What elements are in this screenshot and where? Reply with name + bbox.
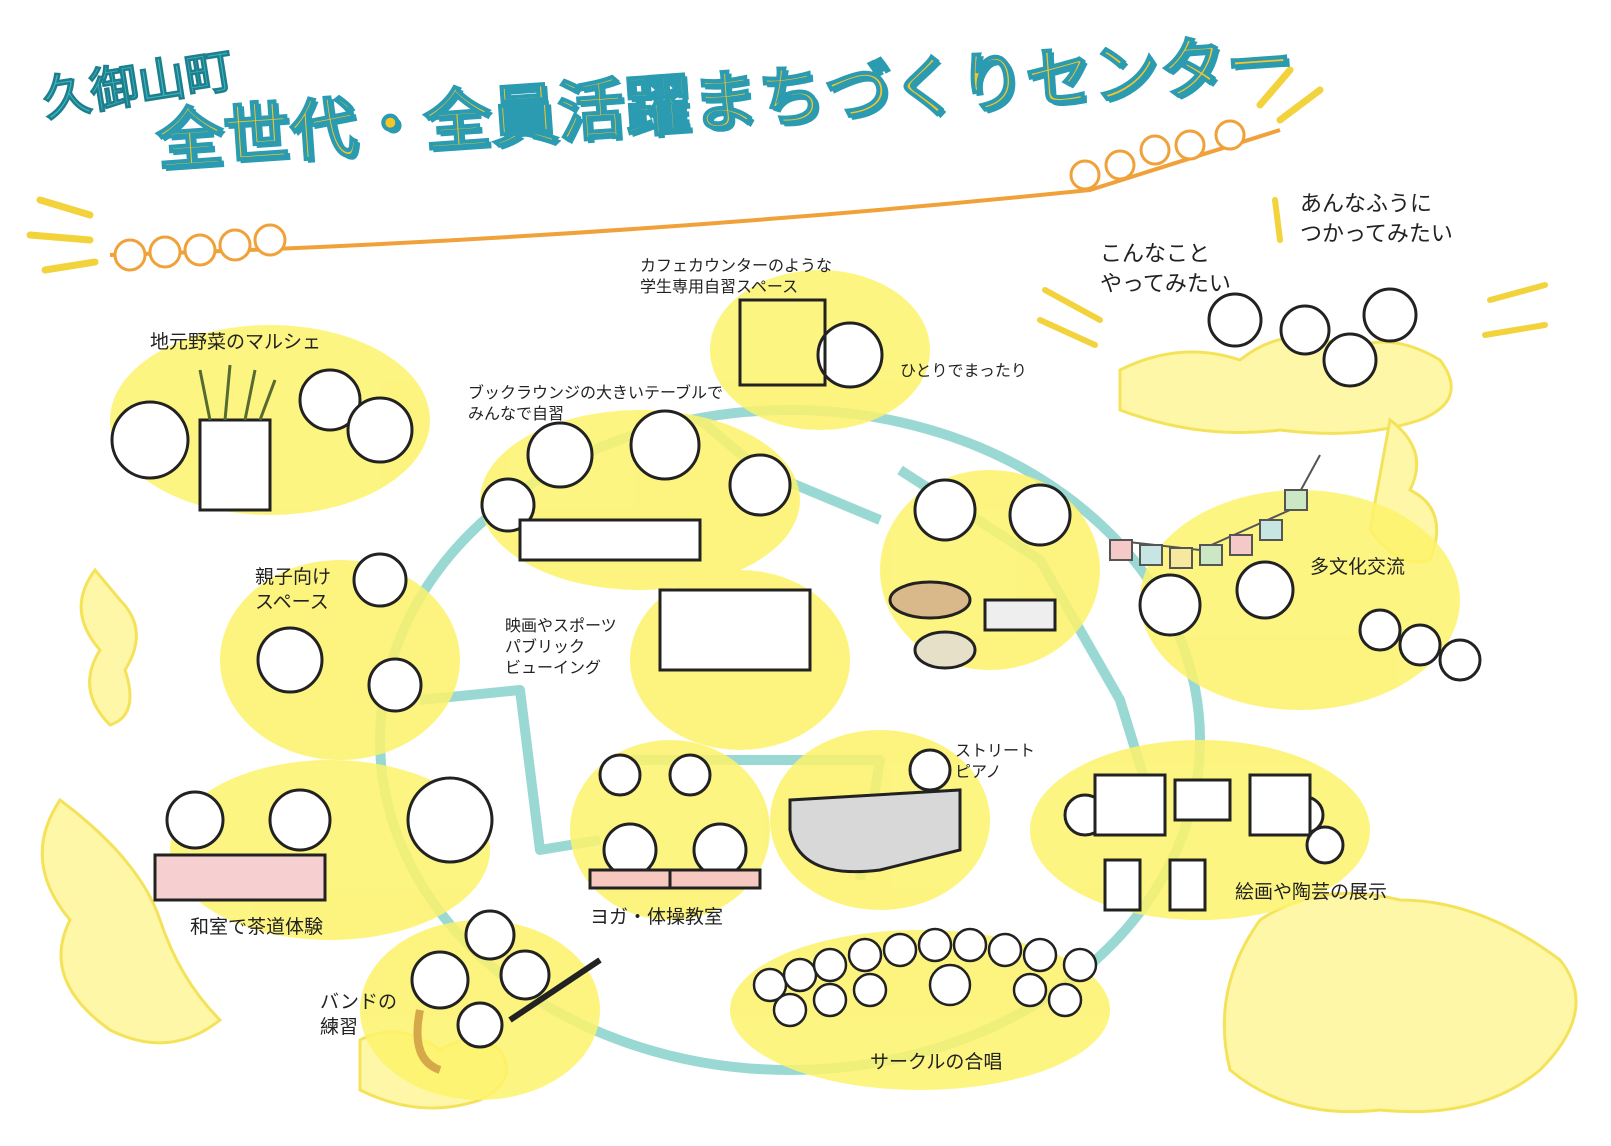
person-icon <box>728 453 792 517</box>
label-band: バンドの 練習 <box>320 991 397 1038</box>
label-public-viewing: 映画やスポーツ パブリック ビューイング <box>505 616 617 677</box>
faces-left-icon <box>113 223 287 272</box>
cloud-left-upper <box>79 567 138 727</box>
person-icon <box>908 748 952 792</box>
pedestal-icon <box>1168 858 1207 912</box>
bunting-flags-icon <box>1109 454 1321 569</box>
tea-mat-icon <box>153 853 327 902</box>
label-marche: 地元野菜のマルシェ <box>150 331 322 353</box>
person-icon <box>1305 825 1345 865</box>
faces-right-icon <box>1069 119 1246 191</box>
person-icon <box>598 753 642 797</box>
person-icon <box>692 822 748 878</box>
cloud-top-right <box>1118 335 1453 435</box>
screen-icon <box>658 588 812 672</box>
person-icon <box>668 753 712 797</box>
person-icon <box>1008 483 1072 547</box>
title-banner <box>26 66 1324 274</box>
characters <box>110 287 1482 1049</box>
painting-icon <box>1173 778 1232 822</box>
sparkle-left-icon <box>26 196 99 274</box>
label-cafe-counter: カフェカウンターのような 学生専用自習スペース <box>640 256 833 296</box>
person-icon <box>629 409 701 481</box>
label-yoga: ヨガ・体操教室 <box>590 906 724 928</box>
cooking-bowl-icon <box>888 580 972 620</box>
cutting-board-icon <box>983 598 1057 632</box>
cafe-window-icon <box>738 298 827 387</box>
person-icon <box>165 790 225 850</box>
person-icon <box>256 626 324 694</box>
cloud-bottom-right <box>1222 891 1578 1114</box>
basket-icon <box>913 630 977 670</box>
person-icon <box>1322 332 1378 388</box>
person-icon <box>1438 638 1482 682</box>
label-multicultural: 多文化交流 <box>1310 556 1406 578</box>
label-street-piano: ストリート ピアノ <box>955 741 1036 781</box>
person-icon <box>367 657 423 713</box>
vegetables-icon <box>198 364 277 421</box>
choir-crowd-icon <box>752 927 1098 1028</box>
person-icon <box>1207 292 1263 348</box>
painting-icon <box>1093 773 1167 837</box>
person-icon <box>268 788 332 852</box>
label-tea-ceremony: 和室で茶道体験 <box>190 916 324 938</box>
label-exhibition: 絵画や陶芸の展示 <box>1235 881 1388 903</box>
painting-icon <box>1248 773 1312 837</box>
highlight-yoga <box>570 740 770 920</box>
person-icon <box>1362 287 1418 343</box>
grand-piano-icon <box>788 788 962 874</box>
label-kids-space: 親子向け スペース <box>255 566 332 613</box>
person-icon <box>406 776 494 864</box>
person-icon <box>480 477 536 533</box>
sparkle-bubbles-icon <box>1037 197 1548 348</box>
person-icon <box>1279 304 1331 356</box>
person-icon <box>1358 608 1402 652</box>
saxophone-icon <box>413 1009 442 1074</box>
person-icon <box>346 396 414 464</box>
objects <box>153 298 1312 1074</box>
person-icon <box>913 478 977 542</box>
person-icon <box>1235 560 1295 620</box>
label-book-lounge: ブックラウンジの大きいテーブルで みんなで自習 <box>468 383 724 423</box>
person-icon <box>110 400 190 480</box>
person-icon <box>499 949 551 1001</box>
person-icon <box>456 1001 504 1049</box>
person-icon <box>298 368 362 432</box>
cloud-left-lower <box>40 797 223 1045</box>
label-choir: サークルの合唱 <box>870 1051 1003 1073</box>
label-alone: ひとりでまったり <box>900 361 1027 380</box>
table-icon <box>518 518 702 562</box>
bubble-use-text: あんなふうに つかってみたい <box>1300 192 1453 247</box>
person-icon <box>1398 623 1442 667</box>
person-icon <box>1138 573 1202 637</box>
person-icon <box>410 950 470 1010</box>
building-wall-left <box>419 685 601 855</box>
pedestal-icon <box>1103 858 1142 912</box>
person-icon <box>464 909 516 961</box>
person-icon <box>816 321 884 389</box>
yoga-mat-icon <box>668 868 762 890</box>
person-icon <box>526 421 594 489</box>
person-icon <box>602 822 658 878</box>
vegetable-crate-icon <box>198 418 272 512</box>
person-icon <box>352 552 408 608</box>
yoga-mat-icon <box>588 868 672 890</box>
guitar-icon <box>508 957 602 1023</box>
bubble-try-text: こんなこと やってみたい <box>1100 242 1231 297</box>
sparkle-right-icon <box>1256 66 1324 124</box>
